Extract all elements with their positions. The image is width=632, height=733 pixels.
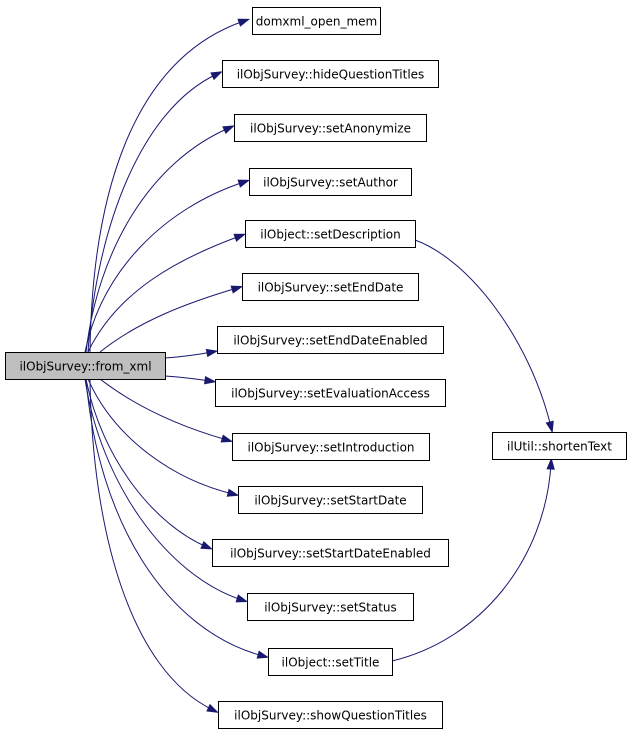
arrowhead-setStartDate xyxy=(226,488,240,497)
arrowhead-setAnonymize xyxy=(222,125,235,135)
node-label-setStartDateEnabled: ilObjSurvey::setStartDateEnabled xyxy=(230,547,431,561)
node-shortenText[interactable]: ilUtil::shortenText xyxy=(492,432,627,460)
node-box-showQuestionTitles xyxy=(218,701,443,729)
node-setEndDateEnabled[interactable]: ilObjSurvey::setEndDateEnabled xyxy=(217,326,444,354)
arrowhead-showQuestionTitles xyxy=(206,703,219,713)
node-label-setDescription: ilObject::setDescription xyxy=(260,228,401,242)
node-label-setStatus: ilObjSurvey::setStatus xyxy=(264,601,397,615)
edge-from_xml-to-setIntroduction xyxy=(99,378,228,441)
arrowhead-shortenText xyxy=(546,457,555,470)
edge-from_xml-to-setStatus xyxy=(84,378,243,601)
arrowhead-setEvaluationAccess xyxy=(204,376,217,385)
node-box-shortenText xyxy=(492,432,627,460)
edge-from_xml-to-setStartDate xyxy=(87,378,234,495)
node-box-setStartDateEnabled xyxy=(212,539,449,567)
edge-from_xml-to-setAuthor xyxy=(84,181,245,353)
node-domxml_open_mem[interactable]: domxml_open_mem xyxy=(252,7,381,35)
arrowhead-hideQuestionTitles xyxy=(210,71,223,81)
arrowhead-setEndDate xyxy=(230,285,244,294)
edge-from_xml-to-showQuestionTitles xyxy=(89,378,214,711)
node-setDescription[interactable]: ilObject::setDescription xyxy=(245,220,416,248)
node-box-from_xml xyxy=(5,352,166,380)
node-label-setAuthor: ilObjSurvey::setAuthor xyxy=(263,176,398,190)
node-box-domxml_open_mem xyxy=(252,7,381,35)
node-setStartDate[interactable]: ilObjSurvey::setStartDate xyxy=(238,486,423,514)
edge-from_xml-to-setEndDate xyxy=(99,287,238,353)
node-label-setTitle: ilObject::setTitle xyxy=(282,656,380,670)
node-box-setEndDateEnabled xyxy=(217,326,444,354)
edge-from_xml-to-setAnonymize xyxy=(85,127,230,353)
arrowhead-setDescription xyxy=(233,233,247,242)
node-setStartDateEnabled[interactable]: ilObjSurvey::setStartDateEnabled xyxy=(212,539,449,567)
node-label-setEndDateEnabled: ilObjSurvey::setEndDateEnabled xyxy=(233,334,427,348)
node-label-setAnonymize: ilObjSurvey::setAnonymize xyxy=(250,122,411,136)
node-label-from_xml: ilObjSurvey::from_xml xyxy=(19,360,151,374)
node-label-hideQuestionTitles: ilObjSurvey::hideQuestionTitles xyxy=(237,68,425,82)
node-box-setStatus xyxy=(247,593,414,621)
nodes-layer: ilObjSurvey::from_xml domxml_open_memilOb… xyxy=(5,7,627,729)
node-box-setAuthor xyxy=(249,168,412,196)
arrowhead-setIntroduction xyxy=(220,434,234,443)
node-hideQuestionTitles[interactable]: ilObjSurvey::hideQuestionTitles xyxy=(222,60,439,88)
arrowhead-setStartDateEnabled xyxy=(200,540,213,550)
node-setEvaluationAccess[interactable]: ilObjSurvey::setEvaluationAccess xyxy=(215,379,446,407)
node-box-hideQuestionTitles xyxy=(222,60,439,88)
arrowhead-setStatus xyxy=(235,594,249,603)
node-box-setEndDate xyxy=(242,273,419,301)
node-label-setStartDate: ilObjSurvey::setStartDate xyxy=(254,494,406,508)
node-setEndDate[interactable]: ilObjSurvey::setEndDate xyxy=(242,273,419,301)
node-label-showQuestionTitles: ilObjSurvey::showQuestionTitles xyxy=(234,709,427,723)
arrowhead-setTitle xyxy=(256,650,270,659)
node-setAnonymize[interactable]: ilObjSurvey::setAnonymize xyxy=(234,114,427,142)
edge-from_xml-to-setEndDateEnabled xyxy=(164,351,213,359)
node-setIntroduction[interactable]: ilObjSurvey::setIntroduction xyxy=(232,433,430,461)
arrowhead-setEndDateEnabled xyxy=(205,348,219,358)
edge-from_xml-to-setEvaluationAccess xyxy=(164,375,211,382)
edges-layer xyxy=(84,18,555,713)
node-box-setIntroduction xyxy=(232,433,430,461)
edge-setDescription-to-shortenText xyxy=(414,239,552,428)
node-label-setEndDate: ilObjSurvey::setEndDate xyxy=(258,281,404,295)
node-label-shortenText: ilUtil::shortenText xyxy=(507,440,612,454)
arrowhead-shortenText xyxy=(545,420,554,434)
node-box-setTitle xyxy=(268,648,393,676)
edge-setTitle-to-shortenText xyxy=(391,463,552,662)
node-label-setEvaluationAccess: ilObjSurvey::setEvaluationAccess xyxy=(231,387,430,401)
edge-from_xml-to-domxml_open_mem xyxy=(89,20,245,353)
node-from_xml[interactable]: ilObjSurvey::from_xml xyxy=(5,352,166,380)
node-box-setStartDate xyxy=(238,486,423,514)
node-box-setDescription xyxy=(245,220,416,248)
node-setTitle[interactable]: ilObject::setTitle xyxy=(268,648,393,676)
arrowhead-domxml_open_mem xyxy=(237,18,251,27)
node-box-setEvaluationAccess xyxy=(215,379,446,407)
node-setAuthor[interactable]: ilObjSurvey::setAuthor xyxy=(249,168,412,196)
node-setStatus[interactable]: ilObjSurvey::setStatus xyxy=(247,593,414,621)
edge-from_xml-to-setStartDateEnabled xyxy=(85,378,208,548)
arrowhead-setAuthor xyxy=(237,179,251,188)
edge-from_xml-to-hideQuestionTitles xyxy=(87,73,218,353)
edge-from_xml-to-setDescription xyxy=(87,235,241,353)
node-label-setIntroduction: ilObjSurvey::setIntroduction xyxy=(247,441,414,455)
node-box-setAnonymize xyxy=(234,114,427,142)
node-showQuestionTitles[interactable]: ilObjSurvey::showQuestionTitles xyxy=(218,701,443,729)
node-label-domxml_open_mem: domxml_open_mem xyxy=(256,15,377,29)
edge-from_xml-to-setTitle xyxy=(85,378,264,657)
